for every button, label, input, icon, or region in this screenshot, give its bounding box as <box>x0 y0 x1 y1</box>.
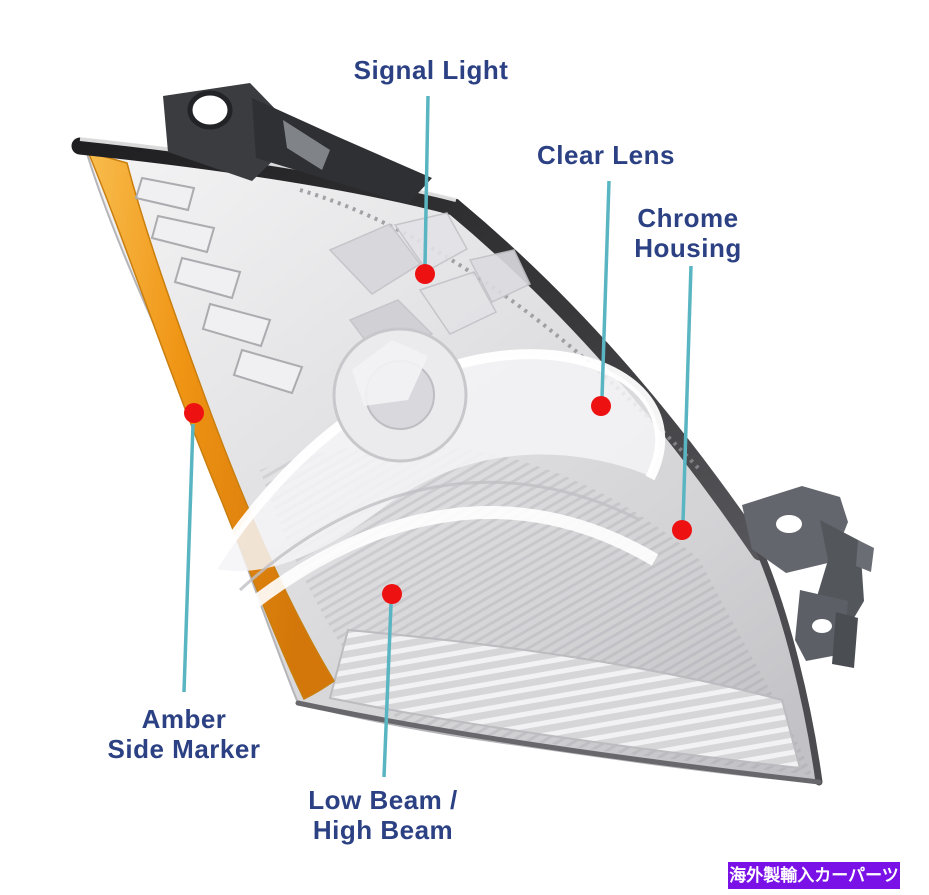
callout-line-low-beam <box>382 603 393 778</box>
callout-line-amber-side-marker <box>182 423 195 693</box>
callout-dot-signal-light <box>415 264 435 284</box>
label-text: High Beam <box>312 815 454 845</box>
label-amber-side-marker: Amber Side Marker <box>54 704 314 764</box>
label-signal-light: Signal Light <box>301 55 561 85</box>
label-text: Side Marker <box>107 734 261 764</box>
mounting-bracket <box>742 486 874 668</box>
amber-strip <box>86 150 336 701</box>
label-low-beam-high-beam: Low Beam / High Beam <box>253 785 513 845</box>
callout-dot-low-beam <box>382 584 402 604</box>
callout-line-clear-lens <box>600 180 611 399</box>
mounting-tab <box>163 83 432 204</box>
label-text: Amber <box>141 704 227 734</box>
callout-line-signal-light <box>423 95 430 267</box>
callout-dot-chrome-housing <box>672 520 692 540</box>
label-text: Low Beam / <box>308 785 458 815</box>
callouts <box>182 95 693 778</box>
label-text: Signal Light <box>353 55 509 85</box>
label-text: Housing <box>634 233 742 263</box>
reflector-facets <box>134 176 304 395</box>
callout-line-chrome-housing <box>681 265 693 523</box>
shop-banner: 海外製輸入カーパーツ <box>728 862 900 889</box>
label-clear-lens: Clear Lens <box>476 140 736 170</box>
lens-eye-highlight <box>212 354 660 572</box>
label-chrome-housing: Chrome Housing <box>558 203 818 263</box>
callout-dot-clear-lens <box>591 396 611 416</box>
lens-ribbed-band <box>328 628 802 770</box>
callout-dot-amber-side-marker <box>184 403 204 423</box>
label-text: Clear Lens <box>537 140 675 170</box>
label-text: Chrome <box>637 203 739 233</box>
